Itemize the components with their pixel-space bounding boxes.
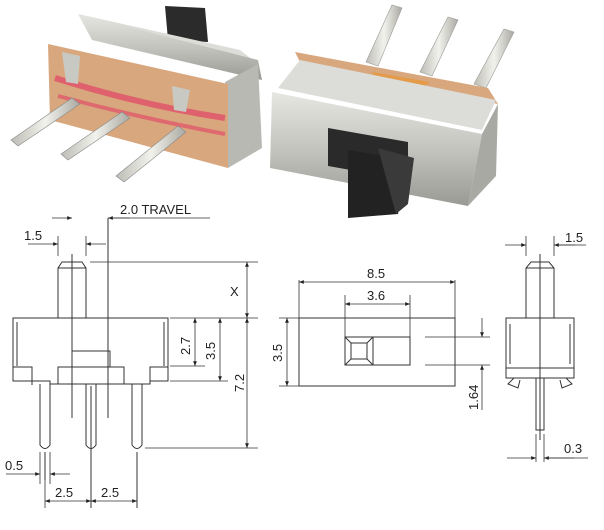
dim-actuator-width-label: 1.5	[24, 228, 42, 243]
dim-slot-length-label: 3.6	[367, 288, 385, 303]
switch-photo-rear	[10, 6, 262, 183]
side-view-drawing: 1.5 0.3	[505, 230, 588, 462]
switch-photo-front	[270, 4, 515, 218]
dim-side-pin-thickness-label: 0.3	[564, 441, 582, 456]
dim-pin-pitch-1-label: 2.5	[55, 485, 73, 500]
dim-body-height-label: 3.5	[203, 342, 218, 360]
dim-actuator-height-label: X	[230, 284, 239, 299]
dim-slot-width-label: 1.64	[466, 385, 481, 410]
dim-top-length-label: 8.5	[367, 266, 385, 281]
dim-body-inner-height-label: 2.7	[178, 337, 193, 355]
top-view-drawing: 8.5 3.6 3.5 1.64	[270, 266, 490, 410]
dim-top-width-label: 3.5	[270, 344, 285, 362]
dim-side-actuator-width-label: 1.5	[565, 230, 583, 245]
dim-pin-pitch-2-label: 2.5	[101, 485, 119, 500]
dim-pin-width-label: 0.5	[5, 458, 23, 473]
pin-icon	[10, 97, 187, 183]
dim-travel-label: 2.0 TRAVEL	[120, 202, 191, 217]
dim-total-height-label: 7.2	[232, 374, 247, 392]
front-view-drawing: 2.0 TRAVEL 1.5 X 2.7 3.5 7.2 0.5 2.5 2.5	[5, 202, 258, 508]
